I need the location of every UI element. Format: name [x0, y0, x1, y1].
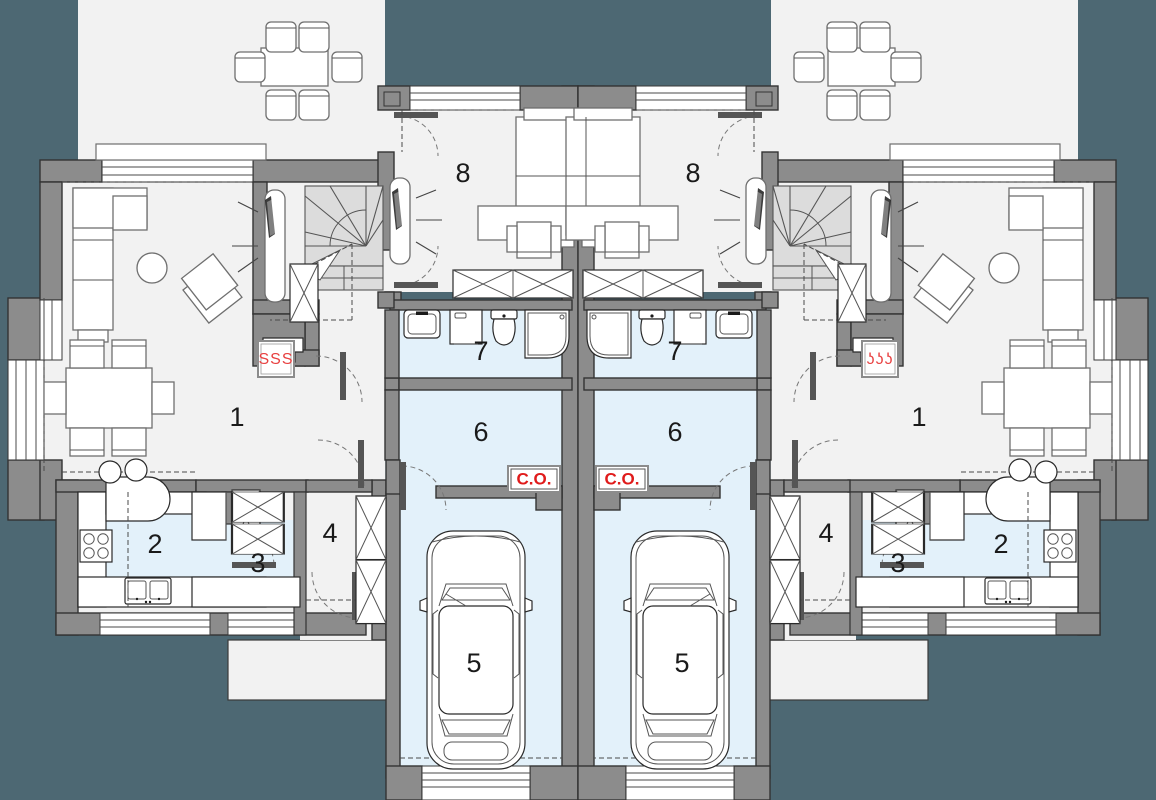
corner-sofa-left	[72, 187, 148, 343]
armchair-left	[180, 252, 243, 325]
room-number-8-right: 8	[685, 158, 700, 188]
room-number-6-left: 6	[473, 417, 488, 447]
radiator-label-right: ʖʖʖ	[867, 351, 894, 368]
washbasin-left	[403, 309, 441, 339]
room-number-7-left: 7	[473, 336, 488, 366]
toilet-left	[490, 309, 518, 346]
shower-left	[524, 309, 570, 359]
terrace-furniture-left	[234, 21, 363, 121]
outdoor-table-left	[260, 47, 329, 87]
boiler-label-right: C.O.	[605, 469, 640, 488]
boiler-tag-right: C.O.	[595, 465, 649, 493]
room-number-5-right: 5	[674, 648, 689, 678]
boiler-tag-left: C.O.	[507, 465, 561, 493]
room-number-8-left: 8	[455, 158, 470, 188]
radiator-label-left: SSS	[258, 351, 293, 368]
room-number-2-right: 2	[993, 529, 1008, 559]
round-side-table-left	[136, 252, 168, 284]
desk-chair-left	[506, 221, 562, 259]
housing-unit-left	[7, 21, 591, 800]
room-number-1-left: 1	[229, 402, 244, 432]
room-number-1-right: 1	[911, 402, 926, 432]
room-number-4-right: 4	[818, 518, 833, 548]
radiator-symbol-right: ʖʖʖ	[861, 340, 899, 378]
room-number-7-right: 7	[667, 336, 682, 366]
room-number-4-left: 4	[322, 518, 337, 548]
furniture-living-left	[43, 187, 319, 457]
terrace-bottom-left	[227, 639, 389, 701]
kitchen-sink-left	[124, 577, 172, 605]
radiator-symbol-left: SSS	[257, 340, 295, 378]
room-number-3-left: 3	[250, 548, 265, 578]
tv-unit-left	[232, 189, 286, 303]
room-number-5-left: 5	[466, 648, 481, 678]
furniture-hall-left	[355, 495, 387, 625]
room-labels-right: 1 2 3 4 5 6 7 8	[667, 158, 1008, 678]
terrace-bottom-right	[767, 639, 929, 701]
tall-cabinet-left	[289, 263, 319, 323]
wardrobe-run-left	[452, 269, 574, 299]
breakfast-bar-left	[98, 458, 171, 522]
room-number-2-left: 2	[147, 529, 162, 559]
dining-set-left	[43, 339, 175, 457]
furniture-kitchen-left	[77, 458, 301, 608]
room-number-3-right: 3	[890, 548, 905, 578]
boiler-label-left: C.O.	[517, 469, 552, 488]
cooktop-left	[79, 529, 113, 563]
furniture-bedroom-left	[389, 107, 591, 299]
bedroom-tv-left	[389, 177, 442, 265]
room-labels-left: 1 2 3 4 5 6 7 8	[147, 158, 488, 678]
room-number-6-right: 6	[667, 417, 682, 447]
